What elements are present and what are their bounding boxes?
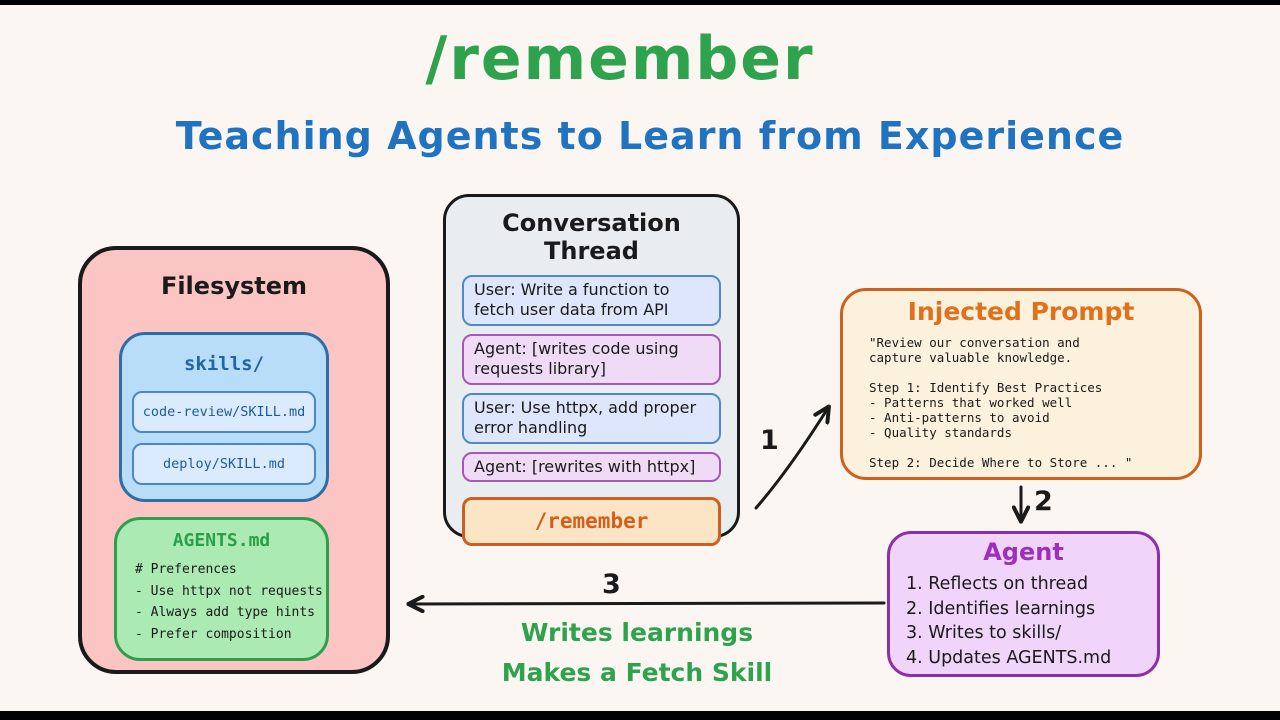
- message-user-1: User: Write a function to fetch user dat…: [462, 275, 721, 326]
- agent-step: 2. Identifies learnings: [906, 598, 1096, 619]
- filesystem-title: Filesystem: [160, 272, 308, 300]
- prompt-line: - Anti-patterns to avoid: [869, 410, 1050, 425]
- prompt-line: [869, 440, 1199, 455]
- arrow-2-label: 2: [1034, 486, 1053, 517]
- agents-md-line: - Use httpx not requests: [135, 583, 323, 599]
- conversation-thread-panel: Conversation Thread User: Write a functi…: [443, 194, 740, 547]
- agent-panel: Agent 1. Reflects on thread 2. Identifie…: [887, 531, 1160, 677]
- agent-panel-title: Agent: [983, 538, 1064, 566]
- remember-command-chip: /remember: [462, 497, 721, 547]
- prompt-line: Step 2: Decide Where to Store ... ": [869, 455, 1133, 470]
- prompt-line: capture valuable knowledge.: [869, 350, 1073, 365]
- skills-folder-box: skills/ code-review/SKILL.md deploy/SKIL…: [119, 332, 329, 502]
- letterbox-bottom: [0, 711, 1280, 720]
- skill-file-deploy: deploy/SKILL.md: [132, 443, 316, 485]
- prompt-line: - Quality standards: [869, 425, 1012, 440]
- prompt-line: Step 1: Identify Best Practices: [869, 380, 1103, 395]
- agent-steps-list: 1. Reflects on thread 2. Identifies lear…: [906, 572, 1157, 670]
- injected-prompt-panel: Injected Prompt "Review our conversation…: [840, 288, 1202, 480]
- agent-step: 3. Writes to skills/: [906, 623, 1062, 643]
- arrow-3-label: 3: [602, 569, 621, 600]
- injected-prompt-title: Injected Prompt: [907, 297, 1135, 326]
- arrow-3-agent-to-filesystem: [410, 603, 886, 604]
- skills-folder-title: skills/: [183, 353, 265, 375]
- prompt-line: [869, 365, 1199, 380]
- filesystem-panel: Filesystem skills/ code-review/SKILL.md …: [78, 246, 390, 674]
- arrow-1-remember-to-prompt: [754, 408, 828, 510]
- prompt-line: "Review our conversation and: [869, 335, 1080, 350]
- agents-md-line: - Prefer composition: [135, 626, 292, 642]
- skill-file-code-review: code-review/SKILL.md: [132, 391, 316, 433]
- agent-step: 4. Updates AGENTS.md: [906, 647, 1112, 668]
- message-agent-2: Agent: [rewrites with httpx]: [462, 451, 721, 483]
- injected-prompt-body: "Review our conversation and capture val…: [869, 335, 1199, 470]
- makes-fetch-skill-caption: Makes a Fetch Skill: [501, 658, 773, 687]
- page-title: /remember: [425, 24, 815, 94]
- arrow-1-label: 1: [760, 425, 779, 456]
- agents-md-box: AGENTS.md # Preferences - Use httpx not …: [114, 517, 329, 661]
- agent-step: 1. Reflects on thread: [906, 574, 1089, 594]
- writes-learnings-caption: Writes learnings: [520, 618, 754, 647]
- message-user-2: User: Use httpx, add proper error handli…: [462, 392, 721, 444]
- page-subtitle: Teaching Agents to Learn from Experience: [175, 114, 1125, 158]
- agents-md-line: - Always add type hints: [135, 605, 316, 620]
- conversation-thread-title: Conversation Thread: [502, 209, 681, 265]
- letterbox-top: [0, 0, 1280, 5]
- agents-md-line: # Preferences: [135, 562, 237, 577]
- message-agent-1: Agent: [writes code using requests libra…: [462, 333, 721, 385]
- agents-md-title: AGENTS.md: [172, 530, 271, 551]
- prompt-line: - Patterns that worked well: [869, 395, 1073, 410]
